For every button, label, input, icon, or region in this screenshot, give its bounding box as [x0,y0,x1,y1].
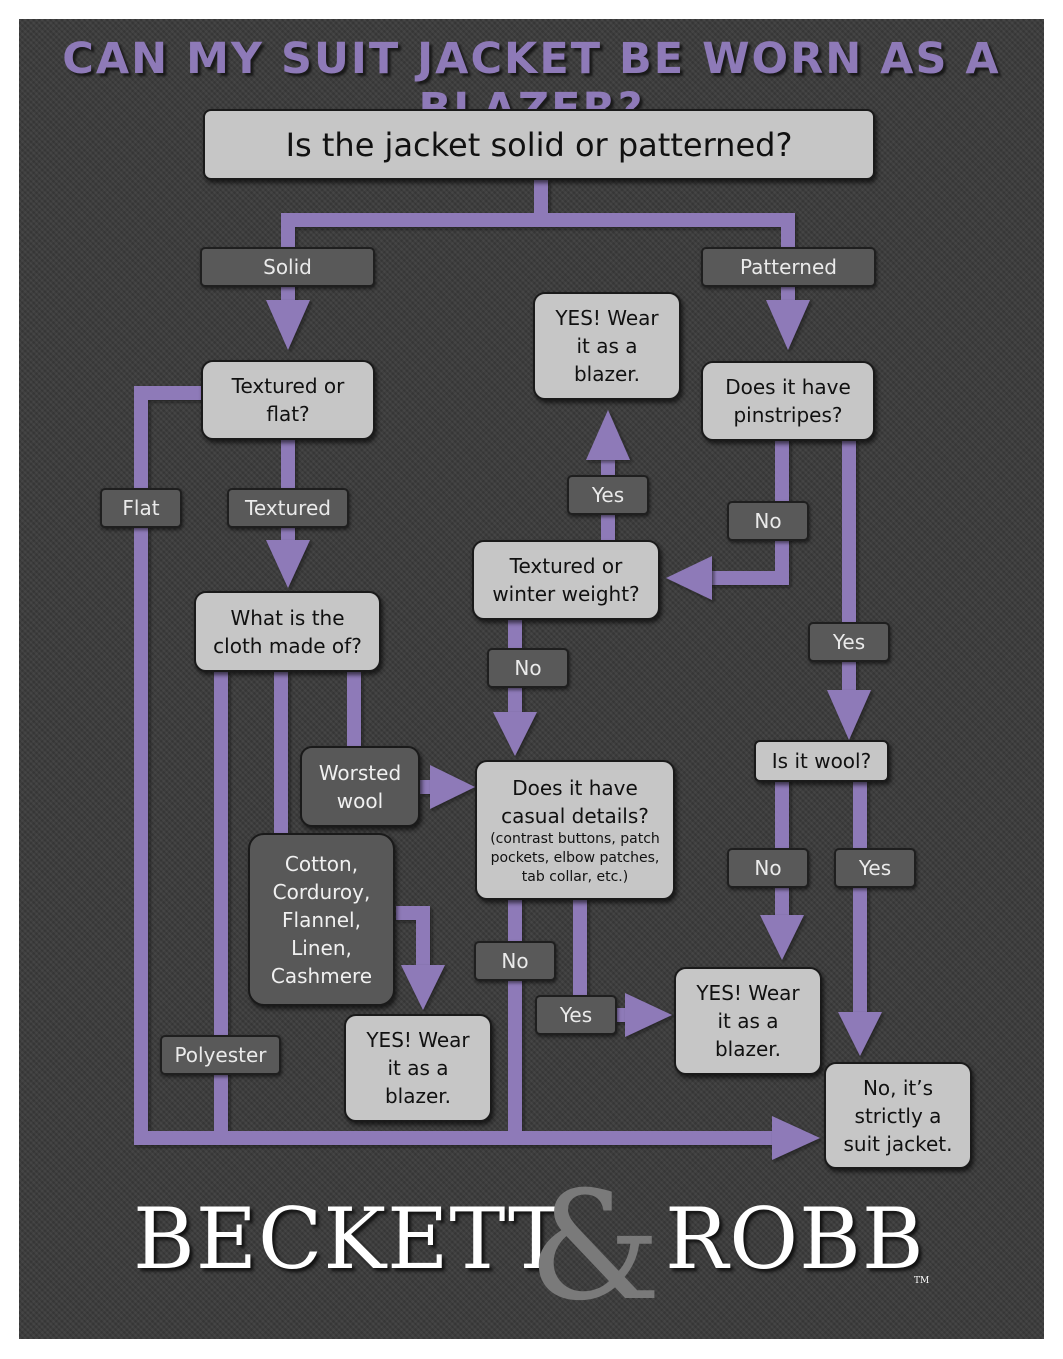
line: YES! Wear [366,1028,470,1052]
arrowhead-wool-yes [838,1012,882,1056]
line: Is it wool? [771,749,872,773]
line: blazer. [384,1084,452,1108]
line: blazer. [573,362,641,386]
arrowhead-pinstripes-yes [827,690,871,740]
casual-fabrics-box: Cotton, Corduroy, Flannel, Linen, Cashme… [248,833,395,1006]
arrowhead-fabrics-yes [401,965,445,1010]
line: No, it’s [862,1075,934,1100]
start-question: Is the jacket solid or patterned? [203,109,875,180]
line: Does it have [725,375,851,399]
arrowhead-pinstripes-no [666,556,712,600]
label-no-pinstripes: No [727,501,809,541]
cloth-question: What is the cloth made of? [194,591,381,672]
line: What is the [230,605,345,630]
yes-blazer-bottom-right: YES! Wear it as a blazer. [674,967,822,1075]
label-textured: Textured [227,488,349,528]
line: Textured or [231,374,345,398]
brand-trademark: TM [914,1276,930,1286]
line: it as a [387,1056,449,1080]
no-suit-jacket-box: No, it’s strictly a suit jacket. [824,1062,972,1169]
label-no-winter: No [487,648,569,688]
connector-top-split [281,180,795,300]
brand-ampersand: & [528,1160,662,1334]
line: flat? [266,402,310,426]
label-yes-wool: Yes [834,848,916,888]
is-wool-question: Is it wool? [754,740,889,782]
arrowhead-to-suit [772,1116,820,1160]
arrowhead-casual-yes [625,993,672,1037]
arrowhead-yes-top [586,410,630,460]
line: it as a [717,1009,779,1033]
textured-or-flat-question: Textured or flat? [201,360,375,440]
line: YES! Wear [696,981,800,1005]
line: Worsted [318,760,402,785]
label-flat: Flat [100,488,182,528]
arrowhead-textured [266,540,310,588]
connector-fabrics-yes [396,906,430,970]
line: (contrast buttons, patch [490,830,660,847]
line: cloth made of? [213,633,362,658]
label-no-wool: No [727,848,809,888]
line: Flannel, [282,907,361,932]
arrowhead-patterned [766,300,810,350]
line: suit jacket. [843,1131,953,1156]
label-yes-winter: Yes [567,475,649,515]
line: Textured or [509,554,623,578]
label-solid: Solid [200,247,375,287]
connector-flat [134,386,790,1145]
arrowhead-solid [266,300,310,350]
line: Does it have [512,775,638,800]
line: winter weight? [492,582,640,606]
label-no-casual: No [474,941,556,981]
line: YES! Wear [555,306,659,330]
line: Cotton, [284,851,359,876]
line: pinstripes? [733,403,843,427]
yes-blazer-bottom-left: YES! Wear it as a blazer. [344,1014,492,1122]
label-polyester: Polyester [160,1035,281,1075]
arrowhead-winter-no [493,712,537,756]
brand-robb: ROBB [665,1190,925,1288]
label-yes-pinstripes: Yes [808,622,890,662]
arrowhead-wool-no [760,915,804,960]
start-question-text: Is the jacket solid or patterned? [285,125,793,164]
line: strictly a [854,1103,942,1128]
arrowhead-worsted [430,765,475,809]
line: Cashmere [270,963,373,988]
brand-beckett: BECKETT [133,1190,566,1288]
winter-weight-question: Textured or winter weight? [472,540,660,620]
line: Linen, [291,935,352,960]
line: wool [336,788,384,813]
pinstripes-question: Does it have pinstripes? [701,361,875,441]
line: blazer. [714,1037,782,1061]
brand-logo: BECKETT & ROBB TM [0,1160,1063,1334]
line: pockets, elbow patches, [490,849,660,866]
label-yes-casual: Yes [535,995,617,1035]
yes-blazer-top: YES! Wear it as a blazer. [533,292,681,400]
line: casual details? [501,803,649,828]
casual-details-question: Does it have casual details? (contrast b… [475,760,675,900]
label-patterned: Patterned [701,247,876,287]
connector-pinstripes-no [706,440,789,585]
line: Corduroy, [272,879,371,904]
worsted-wool-box: Worsted wool [300,746,420,827]
line: tab collar, etc.) [521,868,629,885]
line: it as a [576,334,638,358]
